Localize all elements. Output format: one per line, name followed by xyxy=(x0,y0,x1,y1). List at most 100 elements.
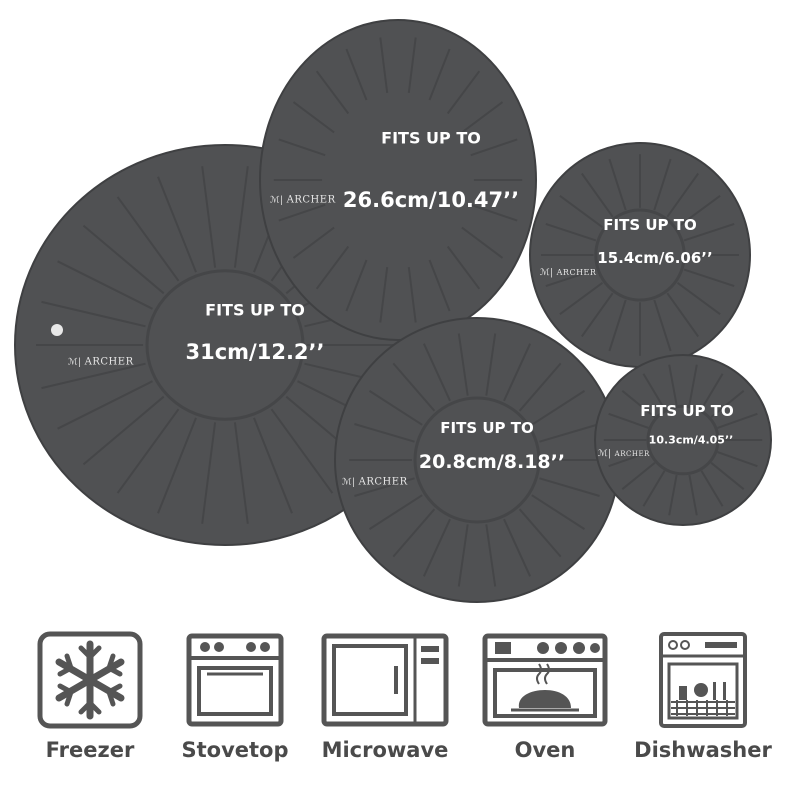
lid-rib xyxy=(608,299,627,352)
lid-inner-ring xyxy=(413,396,541,524)
lid-rib xyxy=(428,259,451,312)
lid-10-3cm-size-label: 10.3cm/4.05’’ xyxy=(648,433,734,447)
lid-26-6cm-size-label: 26.6cm/10.47’’ xyxy=(342,188,520,212)
lid-rib xyxy=(354,477,415,497)
feature-dishwasher-label: Dishwasher xyxy=(634,738,772,762)
lid-rib xyxy=(368,494,423,530)
lid-rib xyxy=(621,462,656,490)
feature-oven-label: Oven xyxy=(514,738,576,762)
lid-rib xyxy=(292,226,335,259)
lid-rib xyxy=(642,470,666,507)
lid-rib xyxy=(503,343,532,402)
lid-inner-ring xyxy=(646,404,720,476)
lid-rib xyxy=(700,373,724,410)
lid-inner-ring xyxy=(594,208,686,302)
lid-rib xyxy=(683,222,735,242)
dishwasher-icon xyxy=(659,632,747,728)
lid-rib xyxy=(621,390,656,418)
lid-rib xyxy=(446,245,481,290)
lid-rib xyxy=(157,176,197,273)
lid-rib xyxy=(642,373,666,410)
feature-oven: Oven xyxy=(470,630,620,762)
lid-rib xyxy=(233,166,249,268)
lid-rib xyxy=(82,395,165,466)
lid-rib xyxy=(710,390,745,418)
lid-rib xyxy=(653,158,672,211)
lid-rib xyxy=(683,268,735,288)
lid-rib xyxy=(41,300,146,328)
lid-15-4cm-brand: ℳ|ARCHER xyxy=(540,268,597,278)
lid-rib xyxy=(457,524,469,587)
lid-rib xyxy=(315,245,350,290)
lid-rib xyxy=(717,451,758,468)
lid-10-3cm-brand-text: ARCHER xyxy=(614,450,650,458)
lid-rib xyxy=(57,380,153,430)
lid-20-8cm-fits-label: FITS UP TO xyxy=(440,419,534,437)
lids-illustration xyxy=(14,19,772,603)
microwave-icon xyxy=(321,633,449,727)
lid-rib xyxy=(539,423,600,443)
lid-rib xyxy=(368,390,423,426)
lid-rib xyxy=(676,281,721,316)
lid-rib xyxy=(668,474,678,516)
lid-10-3cm-disc xyxy=(594,354,772,526)
lid-rib xyxy=(668,364,678,406)
lid-rib xyxy=(545,222,597,242)
stovetop-icon xyxy=(186,633,284,727)
lid-rib xyxy=(676,194,721,229)
lid-rib xyxy=(666,292,700,338)
lid-rib xyxy=(666,172,700,218)
feature-stovetop-label: Stovetop xyxy=(181,738,289,762)
lid-rib xyxy=(688,364,698,406)
feature-stovetop: Stovetop xyxy=(160,630,310,762)
feature-freezer-label: Freezer xyxy=(45,738,135,762)
lid-rib xyxy=(700,470,724,507)
lid-rib xyxy=(392,508,436,558)
lid-31cm-hole xyxy=(51,324,63,336)
lid-rib xyxy=(315,70,350,115)
lid-rib xyxy=(503,518,532,577)
lid-26-6cm-disc xyxy=(259,19,537,341)
lid-rib xyxy=(253,417,293,514)
lid-rib xyxy=(485,524,497,587)
lid-rib xyxy=(653,299,672,352)
lid-rib xyxy=(422,343,451,402)
lid-rib xyxy=(580,172,614,218)
lid-rib xyxy=(379,266,389,323)
lid-rib xyxy=(379,37,389,94)
feature-freezer: Freezer xyxy=(15,630,165,762)
lid-rib xyxy=(580,292,614,338)
lid-rib xyxy=(559,194,604,229)
lid-rib xyxy=(354,423,415,443)
lid-20-8cm-brand-text: ARCHER xyxy=(358,476,408,488)
lid-rib xyxy=(518,508,562,558)
lid-rib xyxy=(518,362,562,412)
lid-10-3cm-fits-label: FITS UP TO xyxy=(640,402,734,420)
lid-31cm-brand: ℳ|ARCHER xyxy=(68,356,134,368)
lid-inner-ring xyxy=(145,269,305,421)
snowflake-icon xyxy=(37,631,143,729)
lid-rib xyxy=(392,362,436,412)
lid-26-6cm-fits-label: FITS UP TO xyxy=(381,128,481,148)
feature-microwave-label: Microwave xyxy=(321,738,449,762)
lid-rib xyxy=(116,408,180,494)
lid-rib xyxy=(41,362,146,390)
lid-rib xyxy=(531,390,586,426)
lid-rib xyxy=(428,48,451,101)
lid-rib xyxy=(446,70,481,115)
lid-rib xyxy=(545,268,597,288)
lid-rib xyxy=(201,422,217,524)
lid-rib xyxy=(407,37,417,94)
lid-31cm-size-label: 31cm/12.2’’ xyxy=(185,340,325,364)
lid-rib xyxy=(278,203,326,222)
lid-rib xyxy=(485,333,497,396)
lid-rib xyxy=(270,408,334,494)
lid-rib xyxy=(559,281,604,316)
lid-rib xyxy=(457,333,469,396)
lid-rib xyxy=(116,196,180,282)
lid-rib xyxy=(422,518,451,577)
lids-scene: FITS UP TO 31cm/12.2’’ ℳ|ARCHER FITS UP … xyxy=(14,19,772,603)
lid-rib xyxy=(201,166,217,268)
lid-rib xyxy=(608,412,649,429)
lid-rib xyxy=(608,158,627,211)
